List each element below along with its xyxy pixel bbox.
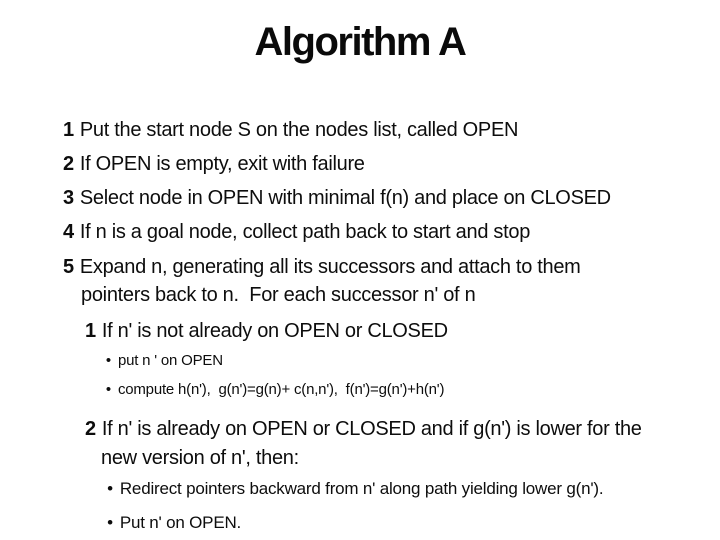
bullet-marker-icon: •	[105, 351, 111, 369]
substep-2-continuation: new version of n', then:	[80, 425, 299, 491]
step-1-text: Put the start node S on the nodes list, …	[79, 119, 519, 141]
bullet-marker-icon: •	[107, 478, 113, 498]
step-5-continuation-text: pointers back to n. For each successor n…	[81, 284, 476, 306]
step-3-text: Select node in OPEN with minimal f(n) an…	[79, 187, 611, 209]
step-4-text: If n is a goal node, collect path back t…	[79, 221, 531, 243]
substep-2-bullet-1-text: Redirect pointers backward from n' along…	[119, 478, 604, 498]
step-5-number: 5	[63, 256, 74, 278]
step-5-text: Expand n, generating all its successors …	[79, 256, 581, 278]
step-5-continuation: pointers back to n. For each successor n…	[60, 262, 476, 328]
substep-1-bullet-1: • put n ' on OPEN	[90, 336, 223, 386]
slide-title: Algorithm A	[254, 20, 467, 64]
substep-1-number: 1	[85, 320, 96, 342]
substep-1-bullet-2: • compute h(n'), g(n')=g(n)+ c(n,n'), f(n…	[90, 365, 445, 415]
substep-2-number: 2	[85, 418, 96, 440]
substep-2-text: If n' is already on OPEN or CLOSED and i…	[101, 418, 642, 440]
bullet-marker-icon: •	[107, 512, 113, 532]
substep-1-text: If n' is not already on OPEN or CLOSED	[101, 320, 448, 342]
step-1-number: 1	[63, 119, 74, 141]
substep-2-bullet-2: • Put n' on OPEN.	[89, 495, 241, 540]
substep-1-bullet-1-text: put n ' on OPEN	[117, 351, 223, 369]
step-4-number: 4	[63, 221, 74, 243]
bullet-marker-icon: •	[105, 380, 111, 398]
substep-1-bullet-2-text: compute h(n'), g(n')=g(n)+ c(n,n'), f(n'…	[117, 380, 445, 398]
substep-2-bullet-1: • Redirect pointers backward from n' alon…	[89, 461, 603, 517]
substep-2-continuation-text: new version of n', then:	[101, 447, 299, 469]
step-2-number: 2	[63, 153, 74, 175]
substep-2-bullet-2-text: Put n' on OPEN.	[119, 512, 242, 532]
step-2-text: If OPEN is empty, exit with failure	[79, 153, 365, 175]
step-3-number: 3	[63, 187, 74, 209]
